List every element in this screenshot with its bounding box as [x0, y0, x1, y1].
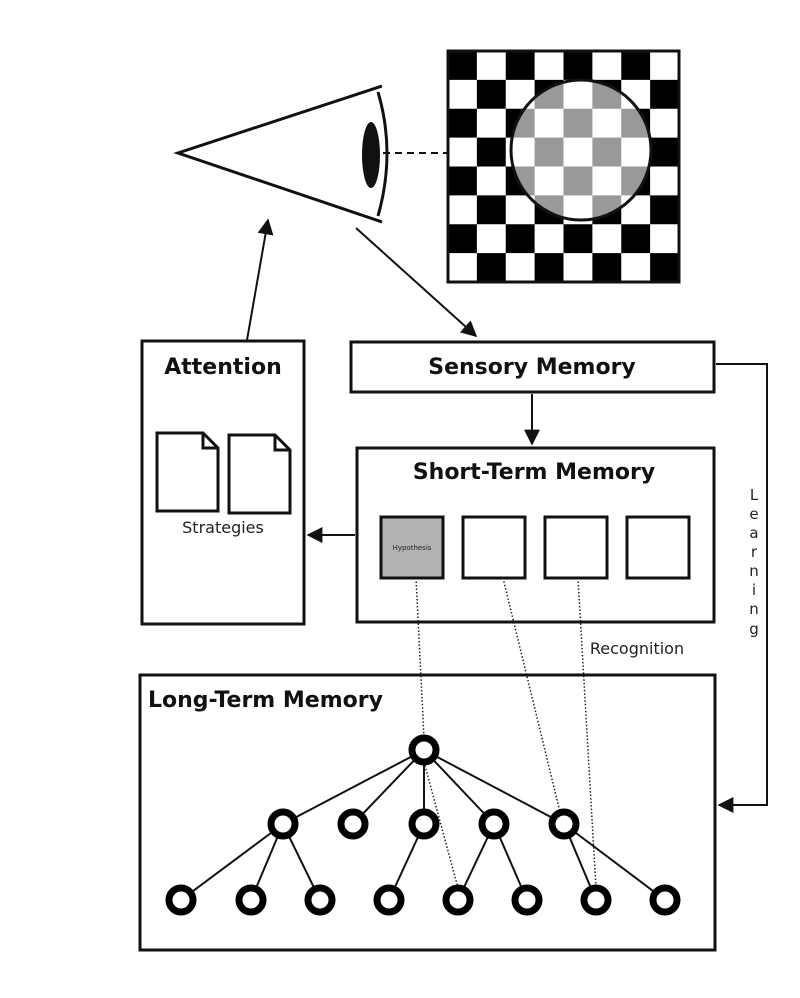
tree-nodes: [165, 734, 681, 916]
svg-text:e: e: [749, 505, 758, 523]
stm-slot: [461, 515, 527, 580]
svg-text:i: i: [752, 581, 756, 599]
checkerboard-icon: [446, 49, 681, 284]
tree-node: [408, 734, 440, 766]
sensory-memory-title: Sensory Memory: [428, 355, 636, 380]
attention-to-eye-arrow: [246, 218, 274, 341]
tree-node: [548, 808, 580, 840]
tree-node: [304, 884, 336, 916]
tree-node: [267, 808, 299, 840]
learning-label: L e a r n i n g: [749, 486, 759, 638]
attention-title: Attention: [164, 355, 281, 380]
tree-node: [649, 884, 681, 916]
tree-node: [442, 884, 474, 916]
svg-text:r: r: [751, 543, 758, 561]
svg-text:L: L: [750, 486, 759, 504]
short-term-memory-title: Short-Term Memory: [413, 460, 655, 485]
svg-text:n: n: [749, 562, 759, 580]
hypothesis-label: Hypothesis: [393, 544, 432, 552]
tree-node: [235, 884, 267, 916]
tree-node: [337, 808, 369, 840]
svg-text:g: g: [749, 620, 759, 638]
learning-connector: [716, 363, 768, 813]
recognition-links: [415, 577, 597, 889]
long-term-memory-title: Long-Term Memory: [148, 688, 383, 713]
tree-node: [165, 884, 197, 916]
strategies-label: Strategies: [182, 518, 264, 537]
recognition-label: Recognition: [590, 639, 684, 658]
tree-node: [373, 884, 405, 916]
svg-text:n: n: [749, 600, 759, 618]
hypothesis-slot: [379, 515, 445, 580]
eye-to-sensory-arrow: [355, 227, 478, 338]
tree-node: [580, 884, 612, 916]
tree-node: [511, 884, 543, 916]
tree-node: [478, 808, 510, 840]
stm-slot: [625, 515, 691, 580]
svg-text:a: a: [749, 524, 758, 542]
stm-slot: [543, 515, 609, 580]
document-icon: [227, 433, 292, 515]
sensory-memory-box: [349, 340, 716, 394]
tree-node: [408, 808, 440, 840]
document-icon: [155, 431, 220, 513]
